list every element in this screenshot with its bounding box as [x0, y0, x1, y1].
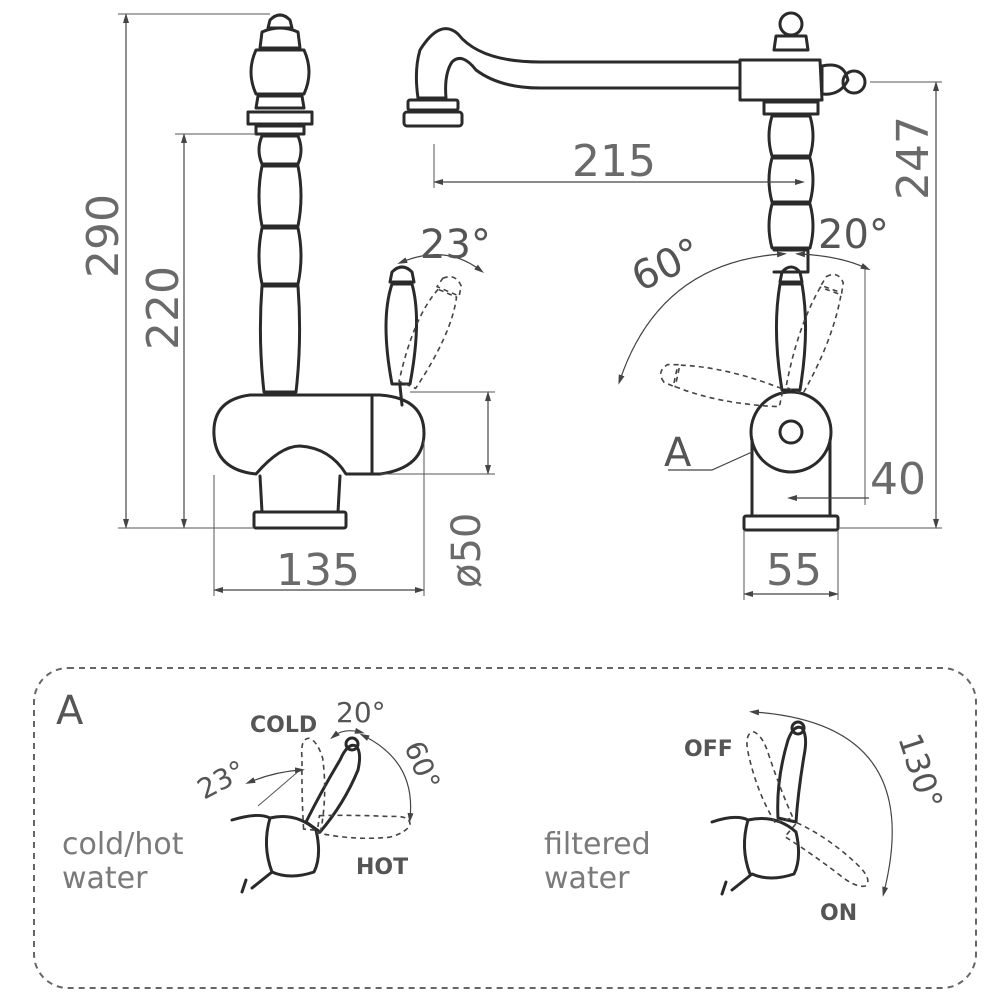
label-hot: HOT — [356, 855, 408, 880]
dim-diameter-base: ø50 — [444, 513, 490, 588]
side-view: 290 220 135 ø50 23° — [78, 12, 495, 596]
caption-cold-hot-line2: water — [62, 861, 148, 896]
label-cold: COLD — [250, 713, 317, 738]
dim-width-side: 135 — [276, 545, 360, 596]
angle-detail-a: 20° — [336, 696, 386, 729]
angle-detail-b: 23° — [192, 754, 251, 806]
label-off: OFF — [684, 737, 733, 762]
caption-cold-hot-line1: cold/hot — [62, 827, 184, 862]
label-on: ON — [820, 901, 857, 926]
detail-filtered: OFF ON 130° filtered water — [544, 709, 950, 926]
front-view: 215 247 55 40 60° 20° A — [402, 11, 942, 600]
dim-height-total: 290 — [78, 194, 129, 278]
dim-reach: 215 — [572, 136, 656, 187]
dim-height-front: 247 — [888, 116, 939, 200]
dim-width-front: 55 — [766, 545, 822, 596]
detail-a-box: A COLD HOT 20° 23° 60° cold/hot water — [33, 667, 977, 989]
caption-filtered-line1: filtered — [544, 827, 651, 862]
angle-side: 23° — [420, 222, 491, 268]
dim-offset: 40 — [870, 454, 926, 505]
angle-detail-c: 60° — [398, 736, 447, 794]
angle-front-right: 20° — [818, 212, 889, 258]
dim-height-spout: 220 — [138, 266, 189, 350]
angle-detail-filtered: 130° — [890, 729, 950, 814]
detail-title: A — [56, 688, 84, 734]
angle-front-left: 60° — [625, 229, 709, 301]
caption-filtered-line2: water — [544, 861, 630, 896]
callout-a: A — [664, 430, 692, 476]
detail-cold-hot: COLD HOT 20° 23° 60° cold/hot water — [62, 696, 447, 896]
